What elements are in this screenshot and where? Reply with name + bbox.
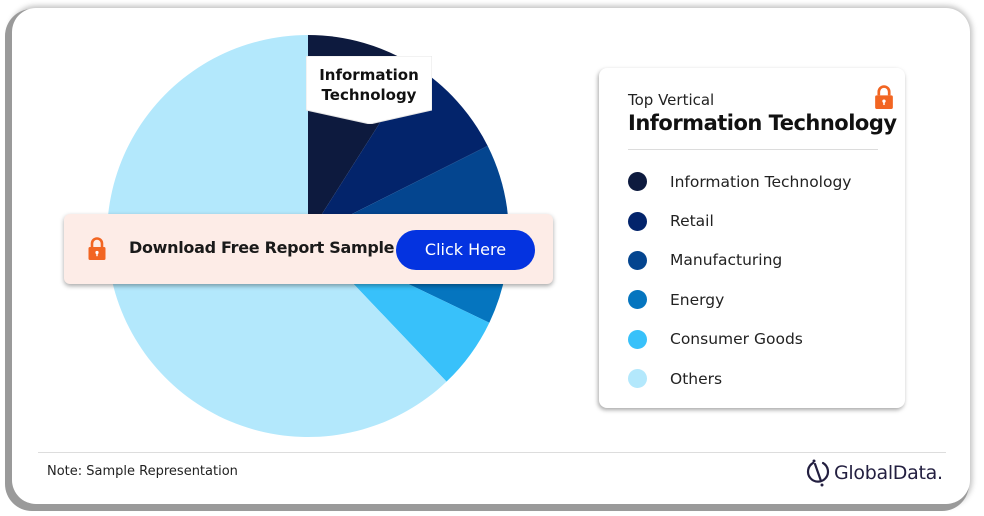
legend-panel: Top Vertical Information Technology Info…: [599, 68, 905, 408]
click-here-button[interactable]: Click Here: [396, 230, 535, 270]
lock-icon: [88, 237, 106, 265]
legend-item: Information Technology: [628, 162, 851, 201]
legend-swatch: [628, 369, 647, 389]
globaldata-logo[interactable]: GlobalData.: [806, 458, 943, 488]
legend-label: Energy: [670, 290, 725, 309]
legend-subtitle: Top Vertical: [628, 91, 715, 109]
legend-label: Information Technology: [670, 172, 852, 191]
legend-swatch: [628, 211, 647, 231]
callout-line-2: Technology: [321, 86, 417, 104]
pie-slice-retail[interactable]: [308, 66, 488, 236]
legend-label: Retail: [670, 212, 714, 231]
legend-list: Information Technology Retail Manufactur…: [628, 162, 851, 398]
banner-text: Download Free Report Sample: [129, 238, 395, 257]
legend-swatch: [628, 290, 647, 310]
legend-swatch: [628, 329, 647, 349]
legend-item: Retail: [628, 201, 851, 240]
legend-label: Manufacturing: [670, 251, 783, 270]
legend-title: Information Technology: [628, 111, 897, 135]
legend-item: Others: [628, 359, 851, 398]
legend-swatch: [628, 172, 647, 192]
slice-callout: Information Technology: [306, 56, 432, 124]
legend-label: Consumer Goods: [670, 330, 803, 349]
footer-divider: [38, 452, 946, 453]
legend-item: Consumer Goods: [628, 320, 851, 359]
legend-swatch: [628, 250, 647, 270]
brand-name: GlobalData.: [834, 462, 943, 484]
legend-divider: [628, 149, 878, 150]
download-banner: Download Free Report Sample Click Here: [64, 214, 553, 284]
callout-shape: [306, 56, 432, 124]
lock-icon[interactable]: [874, 85, 894, 114]
legend-item: Energy: [628, 280, 851, 319]
legend-label: Others: [670, 369, 723, 388]
globaldata-logo-icon: [806, 459, 830, 487]
footnote: Note: Sample Representation: [47, 464, 238, 479]
legend-item: Manufacturing: [628, 241, 851, 280]
callout-line-1: Information: [319, 66, 419, 84]
